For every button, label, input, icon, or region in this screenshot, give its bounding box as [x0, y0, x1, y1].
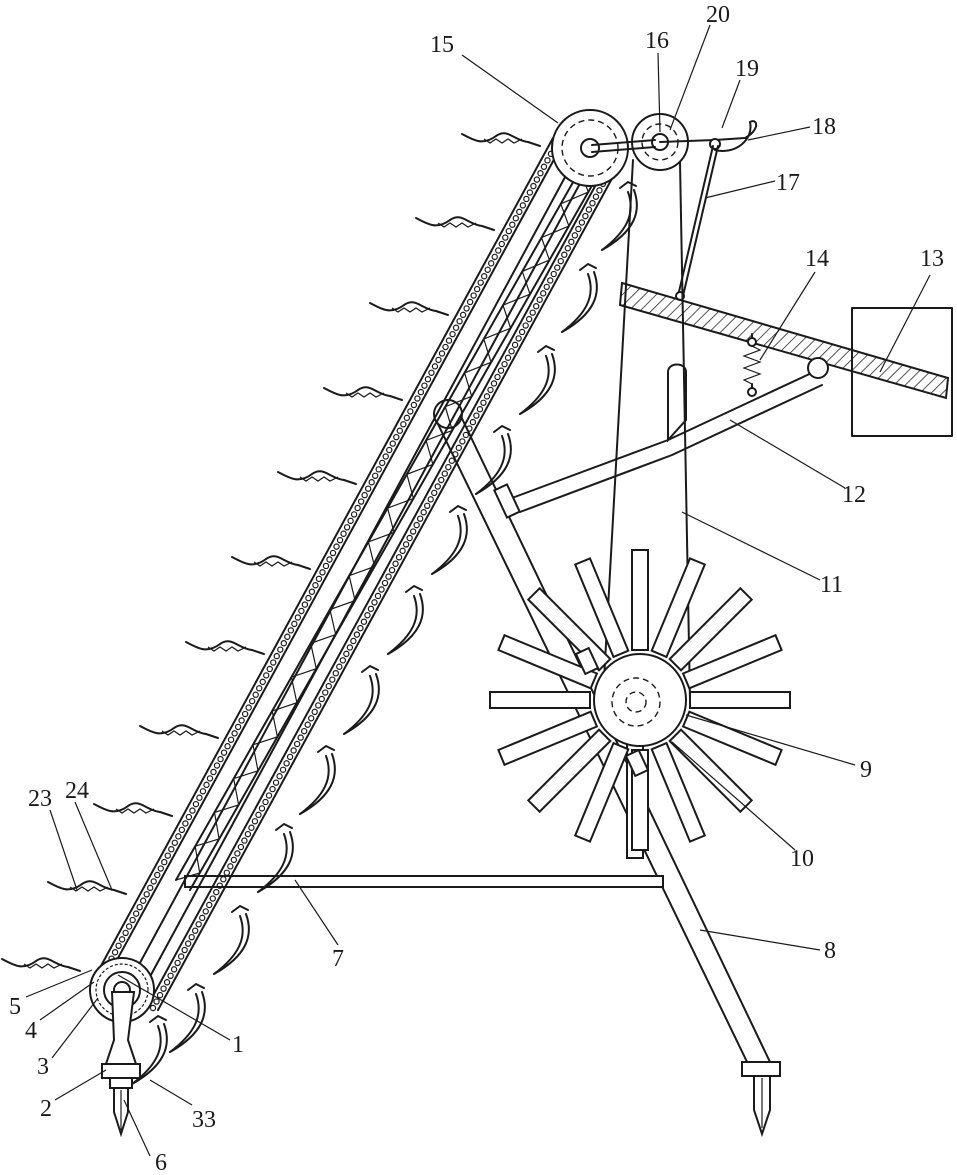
hook-right: [300, 746, 335, 814]
callout-23: 23: [28, 786, 52, 812]
support-arm: [494, 358, 828, 518]
callout-7: 7: [332, 946, 344, 972]
callout-16: 16: [645, 28, 669, 54]
impeller-blade: [690, 692, 790, 708]
impeller-blade: [490, 692, 590, 708]
callout-24: 24: [65, 778, 89, 804]
hook-right: [344, 666, 379, 734]
callout-19: 19: [735, 56, 759, 82]
tine-left: [370, 302, 448, 315]
callout-20: 20: [706, 2, 730, 28]
callout-1: 1: [232, 1032, 244, 1058]
callout-3: 3: [37, 1054, 49, 1080]
cross-brace: [185, 876, 663, 887]
callout-15: 15: [430, 32, 454, 58]
tine-left: [462, 133, 540, 146]
top-sprocket: [552, 110, 628, 186]
tine-left: [278, 471, 356, 484]
hook-right: [170, 984, 205, 1052]
hook-right: [432, 506, 467, 574]
callout-8: 8: [824, 938, 836, 964]
hook-right: [214, 906, 249, 974]
callout-9: 9: [860, 757, 872, 783]
tine-left: [232, 556, 310, 569]
impeller-blade: [632, 550, 648, 650]
callout-5: 5: [9, 994, 21, 1020]
callout-33: 33: [192, 1107, 216, 1133]
tine-left: [94, 803, 172, 816]
tine-left: [186, 641, 264, 654]
callout-11: 11: [820, 572, 843, 598]
hook-right: [520, 346, 555, 414]
callout-2: 2: [40, 1096, 52, 1122]
tine-left: [416, 217, 494, 230]
tine-left: [48, 881, 126, 894]
tine-left: [140, 725, 218, 738]
hook-right: [562, 264, 597, 332]
callout-13: 13: [920, 246, 944, 272]
callout-4: 4: [25, 1018, 37, 1044]
ground-stake-right: [742, 1062, 780, 1134]
callout-6: 6: [155, 1150, 167, 1175]
callout-14: 14: [805, 246, 829, 272]
callout-17: 17: [776, 170, 800, 196]
callout-12: 12: [842, 482, 866, 508]
callout-10: 10: [790, 846, 814, 872]
tine-left: [324, 387, 402, 400]
impeller-wheel: [490, 550, 790, 858]
callout-18: 18: [812, 114, 836, 140]
tine-left: [2, 958, 80, 971]
hook-right: [388, 586, 423, 654]
